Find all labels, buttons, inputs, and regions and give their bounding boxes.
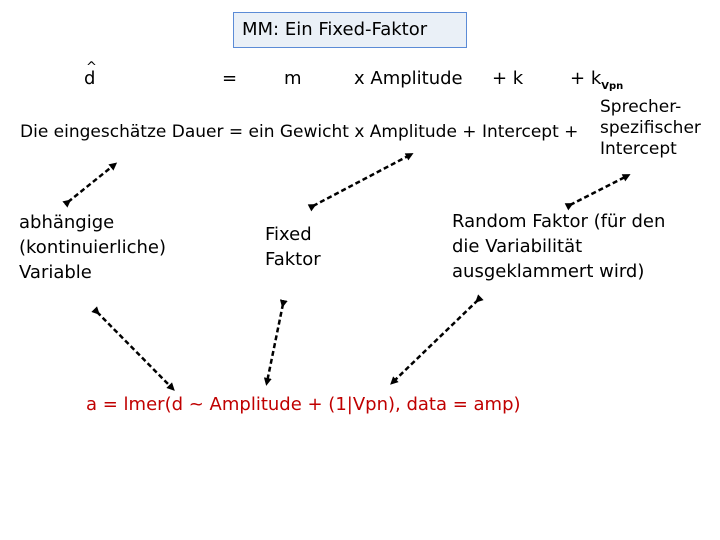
formula-plus-k-vpn: + kVpn — [570, 68, 623, 93]
d-letter: d — [84, 68, 96, 89]
sentence-text: Die eingeschätze Dauer = ein Gewicht x A… — [20, 122, 579, 142]
arrow-dependent-to-code — [91, 306, 175, 391]
arrow-fixed-to-amplitude — [307, 153, 414, 212]
random-line-3: ausgeklammert wird) — [452, 261, 645, 282]
formula-k: k — [590, 68, 602, 89]
formula-plus-k: + k — [492, 68, 524, 89]
formula-m: m — [284, 68, 302, 89]
title-text: MM: Ein Fixed-Faktor — [242, 19, 428, 40]
title-box: MM: Ein Fixed-Faktor — [233, 12, 467, 48]
arrow-dependent-to-sentence — [62, 162, 118, 208]
fixed-line-1: Fixed — [265, 224, 312, 245]
formula-x-amplitude: x Amplitude — [354, 68, 463, 89]
formula-plus: + — [570, 68, 586, 89]
arrow-random-to-intercept — [564, 174, 631, 211]
random-factor-label: Random Faktor (für den die Variabilität … — [452, 209, 714, 284]
dependent-line-2: (kontinuierliche) — [19, 237, 166, 258]
speaker-intercept-label: Sprecher- spezifischer Intercept — [600, 97, 712, 160]
dependent-line-1: abhängige — [19, 212, 115, 233]
fixed-line-2: Faktor — [265, 249, 321, 270]
lmer-code: a = lmer(d ~ Amplitude + (1|Vpn), data =… — [86, 394, 521, 415]
speaker-intercept-line-3: Intercept — [600, 139, 677, 159]
speaker-intercept-line-2: spezifischer — [600, 118, 701, 138]
formula-vpn-subscript: Vpn — [601, 81, 624, 92]
arrow-random-to-code — [390, 294, 484, 385]
random-line-1: Random Faktor (für den — [452, 211, 666, 232]
formula-equals: = — [222, 68, 238, 89]
dependent-line-3: Variable — [19, 262, 92, 283]
dependent-variable-label: abhängige (kontinuierliche) Variable — [19, 210, 199, 285]
speaker-intercept-line-1: Sprecher- — [600, 97, 682, 117]
random-line-2: die Variabilität — [452, 236, 583, 257]
d-hat-symbol: ^ d — [84, 60, 97, 90]
arrow-fixed-to-code — [263, 299, 288, 386]
fixed-factor-label: Fixed Faktor — [265, 222, 345, 272]
hat-accent: ^ — [86, 60, 97, 75]
